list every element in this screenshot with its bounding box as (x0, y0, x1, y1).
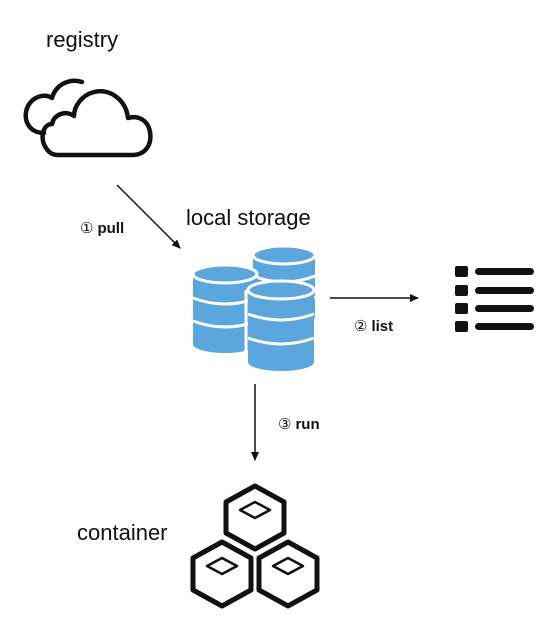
pull-step-text: pull (97, 220, 125, 237)
pull-arrow (116, 184, 181, 249)
list-step-text: list (371, 318, 394, 335)
list-step-number: ② (354, 318, 368, 335)
pull-step-number: ① (80, 220, 94, 237)
cloud-icon (23, 78, 153, 158)
run-step-number: ③ (278, 416, 292, 433)
cubes-icon (190, 483, 320, 609)
list-icon (455, 266, 534, 332)
run-step-text: run (295, 416, 320, 433)
database-stack-icon (191, 244, 317, 371)
local-storage-label: local storage (186, 205, 311, 230)
container-label: container (77, 520, 168, 545)
registry-label: registry (46, 27, 119, 52)
